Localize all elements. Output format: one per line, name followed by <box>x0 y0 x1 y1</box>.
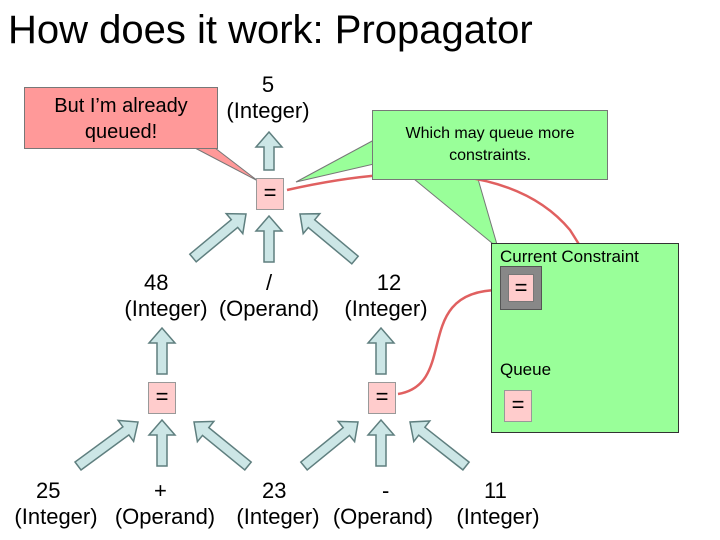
arrow-left-eq-to-48 <box>147 326 177 375</box>
red-callout-pointer <box>194 147 259 182</box>
arrow-23-to-right-eq <box>299 420 359 471</box>
node-type: (Operand) <box>332 504 434 529</box>
node-type: (Integer) <box>344 296 428 321</box>
node-48: 48 (Integer) <box>116 270 216 322</box>
node-value: / <box>265 270 273 295</box>
arrow-25-to-left-eq <box>73 419 139 472</box>
arrow-plus-to-left-eq <box>147 418 177 467</box>
page-title: How does it work: Propagator <box>8 8 533 52</box>
node-25: 25 (Integer) <box>6 478 106 530</box>
arrow-div-to-top-eq <box>254 214 284 263</box>
queued-constraint: = <box>504 390 532 422</box>
node-value: 12 <box>376 270 402 295</box>
node-type: (Integer) <box>236 504 320 529</box>
constraint-left: = <box>148 382 176 414</box>
node-divide: / (Operand) <box>214 270 324 322</box>
node-type: (Operand) <box>218 296 320 321</box>
node-12: 12 (Integer) <box>336 270 436 322</box>
arrow-23-to-left-eq <box>193 420 253 471</box>
current-constraint-label: Current Constraint <box>500 247 639 266</box>
node-plus: + (Operand) <box>108 478 222 530</box>
node-type: (Operand) <box>114 504 216 529</box>
already-queued-callout: But I’m already queued! <box>24 87 218 149</box>
may-queue-line1: Which may queue more <box>405 125 575 142</box>
node-value: 23 <box>262 478 287 503</box>
current-constraint-slot: = <box>500 266 542 310</box>
node-value: 25 <box>36 478 61 503</box>
node-value: + <box>154 478 167 503</box>
arrow-top-eq-to-five <box>254 130 284 171</box>
constraint-top: = <box>256 178 284 210</box>
node-type: (Integer) <box>456 504 540 529</box>
may-queue-line2: constraints. <box>449 147 531 164</box>
green-callout-pointer-down <box>412 178 499 250</box>
node-23: 23 (Integer) <box>228 478 328 530</box>
node-type: (Integer) <box>14 504 98 529</box>
curve-right-to-current <box>397 285 502 396</box>
node-five: 5 (Integer) <box>218 72 318 124</box>
arrow-12-to-top-eq <box>299 212 360 265</box>
node-value: 11 <box>484 478 507 503</box>
current-constraint: = <box>508 274 534 302</box>
node-11: 11 (Integer) <box>448 478 548 530</box>
arrow-48-to-top-eq <box>188 212 247 263</box>
already-queued-line2: queued! <box>84 121 158 143</box>
arrow-right-eq-to-12 <box>366 326 396 375</box>
node-minus: - (Operand) <box>326 478 440 530</box>
node-value: - <box>382 478 390 503</box>
node-type: (Integer) <box>226 98 310 123</box>
constraint-right: = <box>368 382 396 414</box>
node-value: 48 <box>144 270 169 295</box>
may-queue-callout: Which may queue more constraints. <box>372 110 608 180</box>
already-queued-line1: But I’m already <box>54 95 188 117</box>
node-type: (Integer) <box>124 296 208 321</box>
arrow-11-to-right-eq <box>409 420 471 471</box>
arrow-minus-to-right-eq <box>366 418 396 467</box>
queue-label: Queue <box>500 360 552 379</box>
node-value: 5 <box>261 72 275 97</box>
